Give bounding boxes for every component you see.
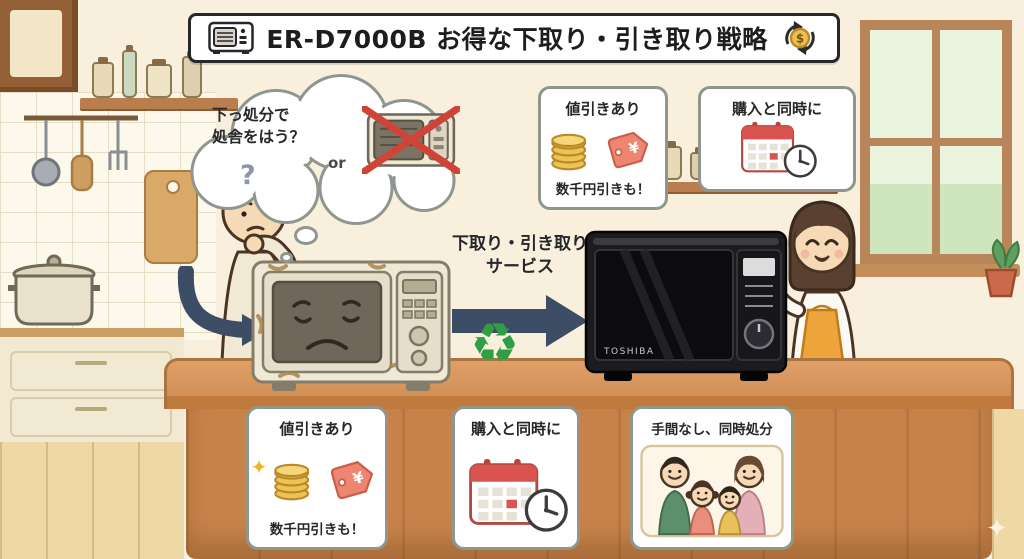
price-tag-icon: ¥ [331,460,374,499]
thought-bubble-tail [294,226,318,245]
price-tag-icon: ¥ [607,131,649,168]
service-label: 下取り・引き取り サービス [428,233,612,279]
floor [992,409,1024,559]
callout-subtitle: 数千円引きも！ [269,522,365,538]
tag-currency: ¥ [627,139,641,157]
thought-bubble: 下っ処分で 処舎をはう？ ? or [176,70,476,240]
service-label-line2: サービス [486,256,554,277]
crossed-out-microwave-icon [362,106,460,174]
island-table-edge [164,396,1014,409]
callout-title: 購入と同時に [470,420,561,438]
question-mark: ? [240,160,256,191]
left-shelf [80,98,238,109]
window-mullion [870,138,1002,146]
drawer [10,351,172,391]
recycle-icon: ♻ [470,311,520,375]
window [860,20,1012,264]
thought-text-line2: 処舎をはう？ [212,128,306,147]
jar-icon [92,57,114,98]
bottle-icon [122,45,137,98]
page-title: ER-D7000B お得な下取り・引き取り戦略 [266,25,768,54]
callout-title: 手間なし、同時処分 [651,422,773,438]
left-counter [0,328,184,442]
old-microwave [251,260,451,391]
or-label: or [328,154,346,172]
sparkle-icon: ✦ [986,514,1008,544]
trade-in-arrow-icon [452,295,588,347]
callout-family: 手間なし、同時処分 [630,406,794,550]
cutting-board-icon [144,170,198,264]
callout-title: 値引きあり [565,100,641,118]
service-label-line1: 下取り・引き取り [452,234,588,254]
callout-subtitle: 数千円引きも！ [555,182,651,198]
thought-bubble-tail [280,252,293,263]
toshiba-logo: TOSHIBA [603,347,655,357]
money-recycle-icon: $ [784,21,815,55]
callout-timing-bottom: 購入と同時に [452,406,580,550]
title-banner: ER-D7000B お得な下取り・引き取り戦略 $ [188,13,840,63]
calendar-clock-icon [469,459,568,532]
thought-text-line1: 下っ処分で [212,106,290,124]
drawer [10,397,172,437]
plant-icon [984,238,1020,298]
floor [0,442,184,559]
coins-icon [274,463,310,500]
calendar-clock-icon [741,121,817,178]
new-microwave: TOSHIBA [584,230,788,381]
window-sill [852,264,1020,277]
callout-discount-top: 値引きあり ¥ 数千円引きも！ [538,86,668,210]
callout-title: 購入と同時に [731,100,822,118]
hanging-utensils-icon [24,115,138,192]
sparkle-icon: ✦ [250,454,268,479]
coin-symbol: $ [795,32,803,46]
callout-timing-top: 購入と同時に [698,86,856,192]
cabinet-corner [0,0,78,92]
family-illustration [640,444,784,538]
pot-icon [8,254,100,326]
callout-title: 値引きあり [279,420,355,438]
jar-icon [146,59,172,98]
callout-discount-bottom: 値引きあり ✦ ¥ 数千円引きも！ [246,406,388,550]
thought-text: 下っ処分で 処舎をはう？ [212,104,305,149]
coins-icon [551,133,587,170]
microwave-icon [208,21,255,54]
